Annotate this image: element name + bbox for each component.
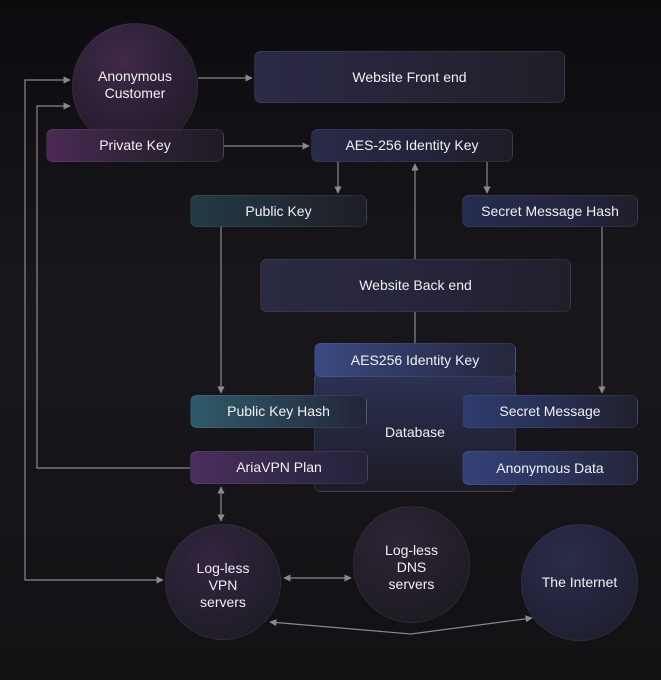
anonymous-data-node: Anonymous Data bbox=[462, 451, 638, 485]
public-key-hash-node: Public Key Hash bbox=[190, 395, 367, 428]
secret-message-hash-node: Secret Message Hash bbox=[462, 195, 638, 227]
secret-message-hash-label: Secret Message Hash bbox=[481, 202, 619, 219]
private-key-label: Private Key bbox=[99, 137, 171, 153]
logless-dns-servers-label: Log-less DNS servers bbox=[385, 542, 438, 592]
database-label: Database bbox=[385, 423, 445, 440]
ariavpn-plan-node: AriaVPN Plan bbox=[190, 451, 368, 484]
the-internet-node: The Internet bbox=[521, 524, 638, 641]
private-key-node: Private Key bbox=[46, 129, 224, 162]
aes256-identity-key-label: AES256 Identity Key bbox=[350, 351, 480, 368]
website-back-end-node: Website Back end bbox=[260, 259, 571, 312]
anonymous-data-label: Anonymous Data bbox=[496, 459, 604, 476]
anonymous-customer-node: Anonymous Customer bbox=[72, 23, 198, 149]
logless-vpn-servers-node: Log-less VPN servers bbox=[165, 524, 281, 640]
website-front-end-label: Website Front end bbox=[352, 68, 467, 85]
website-front-end-node: Website Front end bbox=[254, 51, 565, 103]
secret-message-node: Secret Message bbox=[462, 395, 638, 428]
logless-dns-servers-node: Log-less DNS servers bbox=[353, 506, 470, 623]
secret-message-label: Secret Message bbox=[499, 403, 601, 419]
anonymous-customer-label: Anonymous Customer bbox=[98, 68, 172, 101]
aes-256-identity-key-node: AES-256 Identity Key bbox=[311, 129, 513, 162]
public-key-node: Public Key bbox=[190, 195, 367, 227]
aes-256-identity-key-label: AES-256 Identity Key bbox=[345, 137, 479, 153]
logless-vpn-servers-label: Log-less VPN servers bbox=[196, 560, 250, 610]
ariavpn-plan-label: AriaVPN Plan bbox=[236, 459, 322, 475]
website-back-end-label: Website Back end bbox=[359, 277, 472, 293]
public-key-label: Public Key bbox=[245, 202, 312, 219]
aes256-identity-key-node: AES256 Identity Key bbox=[314, 343, 516, 377]
public-key-hash-label: Public Key Hash bbox=[227, 403, 330, 419]
the-internet-label: The Internet bbox=[541, 574, 618, 590]
